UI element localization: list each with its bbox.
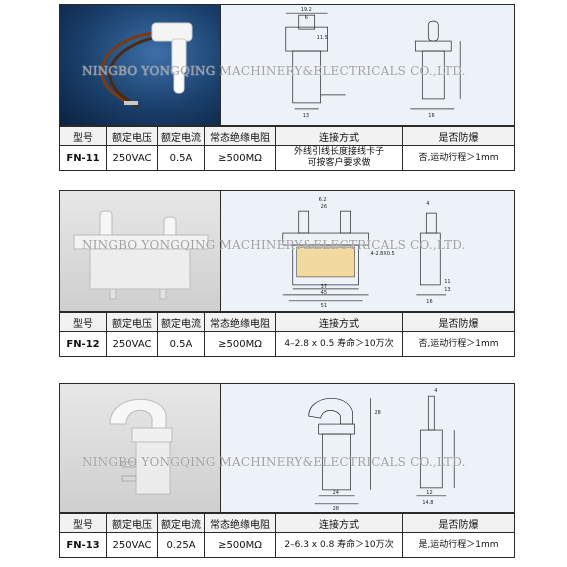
- explosion-cell: 否,运动行程＞1mm: [402, 145, 514, 170]
- header-cell: 是否防爆: [402, 513, 514, 533]
- dimension-drawing-icon: 19.2 6 11.5 13 16: [285, 7, 461, 119]
- dim-label: 4-2.8X0.5: [370, 251, 394, 257]
- header-cell: 常态绝缘电阻: [204, 126, 276, 146]
- dim-label: 16: [426, 299, 432, 305]
- table-row: FN-11 250VAC 0.5A ≥500MΩ 外线引线长度接线卡子 可按客户…: [60, 145, 514, 170]
- technical-drawing-fn11: 19.2 6 11.5 13 16: [220, 5, 514, 125]
- header-cell: 额定电压: [106, 513, 158, 533]
- switch-photo-icon: [73, 210, 209, 300]
- connection-cell: 外线引线长度接线卡子 可按客户要求做: [275, 145, 403, 170]
- dim-label: 13: [444, 287, 450, 293]
- voltage-cell: 250VAC: [106, 532, 158, 557]
- header-cell: 是否防爆: [402, 126, 514, 146]
- header-cell: 型号: [60, 126, 107, 146]
- product-visual-row: 28 4 24 28 12 14.8: [60, 384, 514, 513]
- dim-label: 12: [426, 490, 432, 496]
- header-cell: 连接方式: [275, 312, 403, 332]
- dim-label: 37: [321, 284, 327, 290]
- product-photo-fn13: [60, 384, 220, 512]
- product-panel-fn12: 6.2 26 4 4-2.8X0.5 37 45 51 11 13 16 型号 …: [59, 190, 515, 357]
- current-cell: 0.5A: [157, 145, 205, 170]
- voltage-cell: 250VAC: [106, 145, 158, 170]
- table-header-row: 型号 额定电压 额定电流 常态绝缘电阻 连接方式 是否防爆: [60, 513, 514, 533]
- product-photo-fn12: [60, 191, 220, 311]
- dim-label: 11: [444, 279, 450, 285]
- product-panel-fn11: 19.2 6 11.5 13 16 型号 额定电压 额定电流 常态绝缘电阻 连接…: [59, 4, 515, 171]
- dim-label: 28: [333, 506, 339, 512]
- header-cell: 是否防爆: [402, 312, 514, 332]
- connection-cell: 2–6.3 x 0.8 寿命＞10万次: [275, 532, 403, 557]
- switch-photo-icon: [109, 398, 173, 495]
- product-visual-row: 19.2 6 11.5 13 16: [60, 5, 514, 126]
- current-cell: 0.25A: [157, 532, 205, 557]
- table-row: FN-13 250VAC 0.25A ≥500MΩ 2–6.3 x 0.8 寿命…: [60, 532, 514, 557]
- connection-line: 可按客户要求做: [307, 158, 371, 168]
- connection-cell: 4–2.8 x 0.5 寿命＞10万次: [275, 331, 403, 356]
- product-visual-row: 6.2 26 4 4-2.8X0.5 37 45 51 11 13 16: [60, 191, 514, 312]
- connection-line: 外线引线长度接线卡子: [293, 147, 384, 157]
- product-panel-fn13: 28 4 24 28 12 14.8 型号 额定电压 额定电流 常态绝缘电阻 连…: [59, 383, 515, 558]
- dim-label: 26: [321, 204, 327, 210]
- dim-label: 14.8: [422, 500, 433, 506]
- header-cell: 额定电流: [157, 513, 205, 533]
- header-cell: 额定电流: [157, 126, 205, 146]
- table-header-row: 型号 额定电压 额定电流 常态绝缘电阻 连接方式 是否防爆: [60, 126, 514, 146]
- header-cell: 常态绝缘电阻: [204, 513, 276, 533]
- model-cell: FN-11: [60, 145, 107, 170]
- voltage-cell: 250VAC: [106, 331, 158, 356]
- model-cell: FN-12: [60, 331, 107, 356]
- explosion-cell: 是,运动行程＞1mm: [402, 532, 514, 557]
- header-cell: 额定电压: [106, 126, 158, 146]
- header-cell: 连接方式: [275, 513, 403, 533]
- dimension-drawing-icon: 28 4 24 28 12 14.8: [308, 388, 455, 512]
- resistance-cell: ≥500MΩ: [204, 145, 276, 170]
- dim-label: 45: [321, 290, 327, 296]
- table-header-row: 型号 额定电压 额定电流 常态绝缘电阻 连接方式 是否防爆: [60, 312, 514, 332]
- dim-label: 6: [305, 15, 308, 21]
- header-cell: 型号: [60, 312, 107, 332]
- technical-drawing-fn13: 28 4 24 28 12 14.8: [220, 384, 514, 512]
- header-cell: 额定电流: [157, 312, 205, 332]
- resistance-cell: ≥500MΩ: [204, 532, 276, 557]
- model-cell: FN-13: [60, 532, 107, 557]
- spec-table-fn12: 型号 额定电压 额定电流 常态绝缘电阻 连接方式 是否防爆 FN-12 250V…: [60, 312, 514, 356]
- resistance-cell: ≥500MΩ: [204, 331, 276, 356]
- current-cell: 0.5A: [157, 331, 205, 356]
- spec-table-fn11: 型号 额定电压 额定电流 常态绝缘电阻 连接方式 是否防爆 FN-11 250V…: [60, 126, 514, 170]
- technical-drawing-fn12: 6.2 26 4 4-2.8X0.5 37 45 51 11 13 16: [220, 191, 514, 311]
- header-cell: 常态绝缘电阻: [204, 312, 276, 332]
- dim-label: 6.2: [319, 197, 327, 203]
- switch-photo-icon: [100, 22, 193, 109]
- explosion-cell: 否,运动行程＞1mm: [402, 331, 514, 356]
- dim-label: 11.5: [317, 35, 328, 41]
- dim-label: 4: [426, 201, 429, 207]
- header-cell: 型号: [60, 513, 107, 533]
- spec-table-fn13: 型号 额定电压 额定电流 常态绝缘电阻 连接方式 是否防爆 FN-13 250V…: [60, 513, 514, 557]
- dim-label: 24: [333, 490, 339, 496]
- dim-label: 19.2: [301, 7, 312, 13]
- dimension-drawing-icon: 6.2 26 4 4-2.8X0.5 37 45 51 11 13 16: [282, 197, 451, 309]
- table-row: FN-12 250VAC 0.5A ≥500MΩ 4–2.8 x 0.5 寿命＞…: [60, 331, 514, 356]
- header-cell: 连接方式: [275, 126, 403, 146]
- dim-label: 28: [374, 410, 380, 416]
- header-cell: 额定电压: [106, 312, 158, 332]
- dim-label: 4: [434, 388, 437, 394]
- dim-label: 13: [303, 113, 309, 119]
- product-photo-fn11: [60, 5, 220, 125]
- dim-label: 51: [321, 303, 327, 309]
- dim-label: 16: [428, 113, 434, 119]
